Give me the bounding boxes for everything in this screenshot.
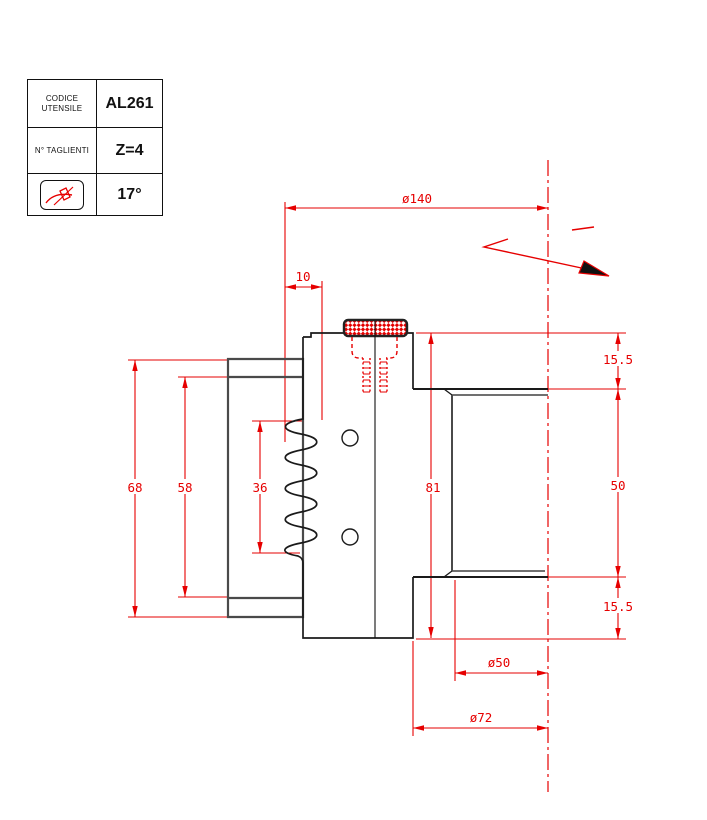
title-block-value-teeth: Z=4 bbox=[97, 128, 162, 174]
dim-diameter-50-label: ø50 bbox=[488, 655, 511, 670]
title-block-label-codice: CODICE UTENSILE bbox=[28, 80, 97, 128]
title-block-value-tool-code: AL261 bbox=[97, 80, 162, 128]
dim-height-58-label: 58 bbox=[177, 480, 192, 495]
cutting-angle-icon bbox=[40, 179, 84, 210]
title-block-table: CODICE UTENSILE AL261 N° TAGLIENTI Z=4 1… bbox=[27, 79, 163, 216]
dim-diameter-140-label: ø140 bbox=[402, 191, 432, 206]
dim-depth-10-label: 10 bbox=[295, 269, 310, 284]
dim-height-81-label: 81 bbox=[425, 480, 440, 495]
dimension-arrowheads bbox=[132, 205, 621, 731]
mounting-hole-bottom bbox=[341, 528, 359, 546]
label-masks bbox=[123, 351, 635, 613]
mounting-hole-top bbox=[341, 429, 359, 447]
hidden-screw-outline bbox=[351, 337, 398, 393]
tool-body-outline bbox=[284, 332, 548, 639]
dim-height-68-label: 68 bbox=[127, 480, 142, 495]
title-block-icon-cell bbox=[28, 174, 97, 215]
dim-height-36-label: 36 bbox=[252, 480, 267, 495]
rotation-direction-arrow bbox=[481, 226, 610, 277]
title-block-label-taglienti: N° TAGLIENTI bbox=[28, 128, 97, 174]
title-block-value-angle: 17° bbox=[97, 174, 162, 215]
dim-bore-length-label: 50 bbox=[610, 478, 625, 493]
dimension-lines bbox=[128, 202, 626, 736]
dim-offset-top-label: 15.5 bbox=[603, 352, 633, 367]
dim-diameter-72-label: ø72 bbox=[470, 710, 493, 725]
dim-offset-bottom-label: 15.5 bbox=[603, 599, 633, 614]
